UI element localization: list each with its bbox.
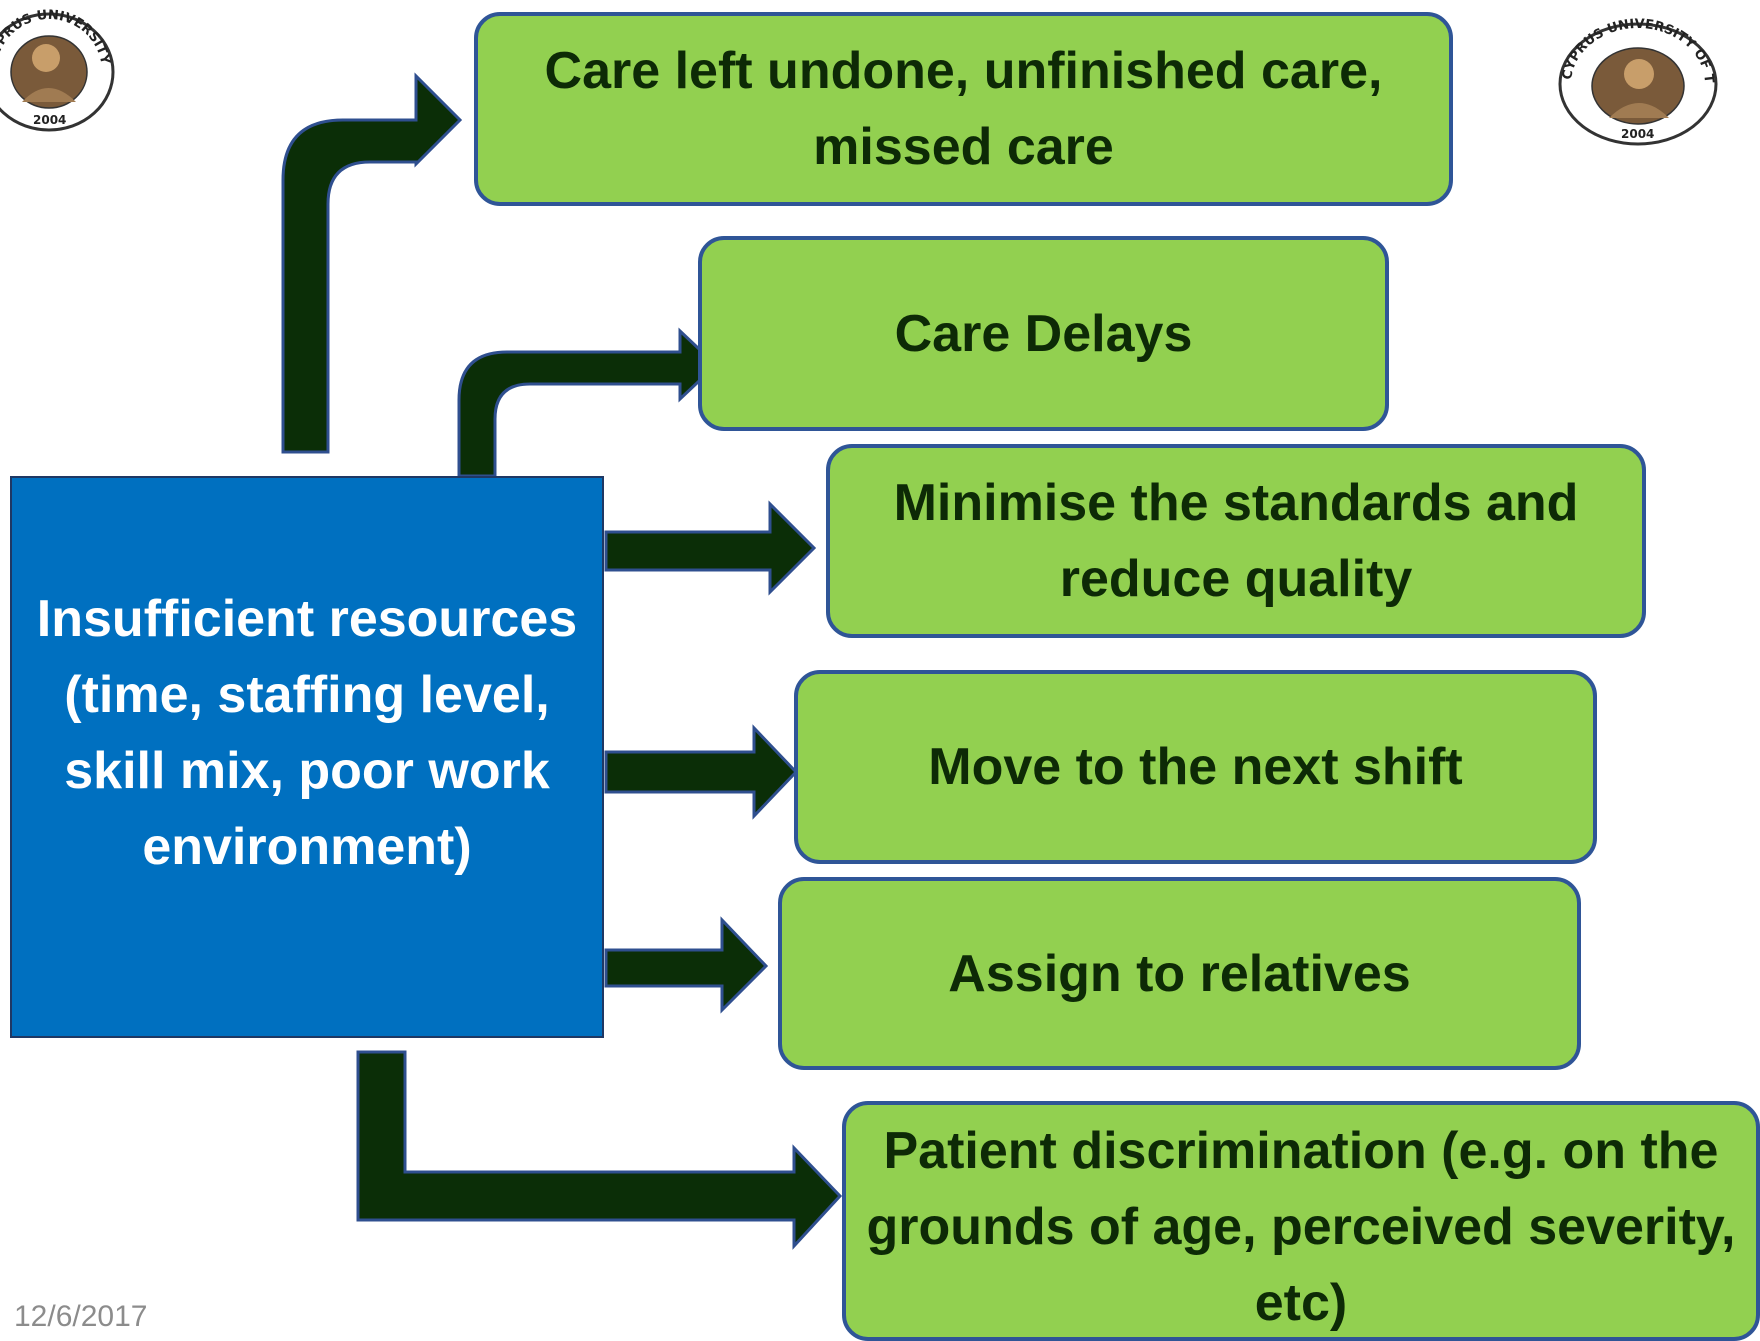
source-box: Insufficient resources (time, staffing l… [10,476,604,1038]
outcome-care-delays: Care Delays [698,236,1389,431]
university-seal-icon: CYPRUS UNIVERSITY OF TECHNOLOGY 2004 [0,6,115,132]
svg-text:2004: 2004 [33,113,66,127]
arrow-to-care-left-undone [281,72,463,454]
slide-date: 12/6/2017 [14,1300,148,1333]
arrow-to-care-delays [457,327,719,478]
source-text: Insufficient resources (time, staffing l… [36,590,578,876]
university-seal-icon-right: CYPRUS UNIVERSITY OF TECHNOLOGY 2004 [1553,18,1718,146]
outcome-assign-relatives: Assign to relatives [778,877,1581,1070]
arrow-to-assign-relatives [604,916,769,1014]
outcome-care-left-undone: Care left undone, unfinished care, misse… [474,12,1453,206]
outcome-patient-discrimination: Patient discrimination (e.g. on the grou… [842,1101,1760,1341]
arrow-to-patient-discrimination [356,1050,843,1250]
svg-text:2004: 2004 [1621,127,1654,141]
outcome-minimise-standards: Minimise the standards and reduce qualit… [826,444,1646,638]
arrow-to-minimise-standards [604,500,817,596]
arrow-to-next-shift [604,724,799,820]
outcome-next-shift: Move to the next shift [794,670,1597,864]
